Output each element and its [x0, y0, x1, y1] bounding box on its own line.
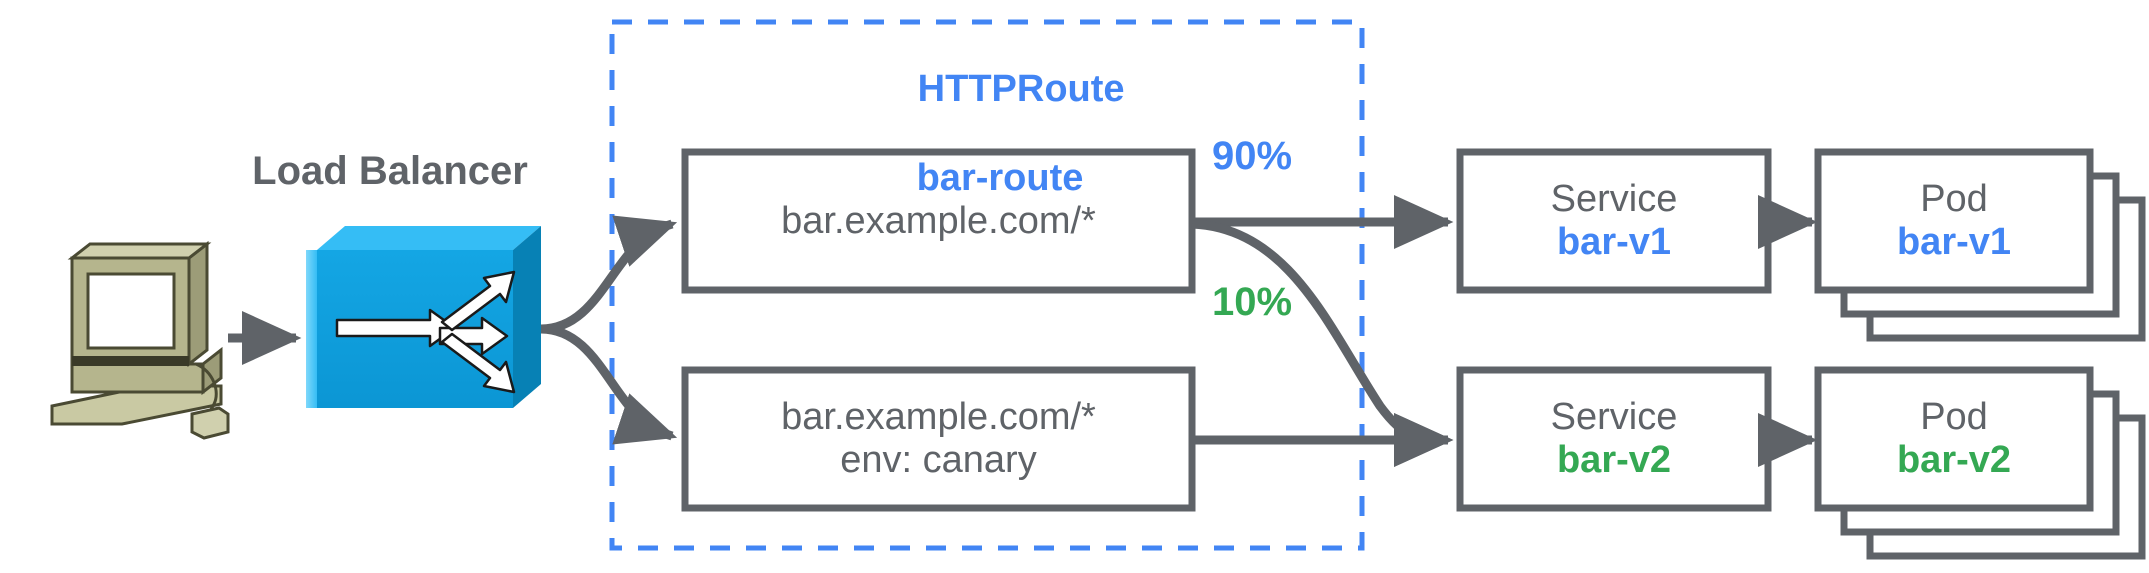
weight-primary-label: 90%: [1212, 134, 1293, 178]
pod-box-bar-v1-replica-1[interactable]: [1814, 148, 2094, 294]
desktop-computer-icon: [50, 240, 230, 440]
arrow-loadbalancer-to-rule-primary: [540, 215, 678, 334]
service-box-bar-v2[interactable]: [1456, 366, 1772, 512]
load-balancer-icon: [306, 226, 541, 408]
pod-box-bar-v2-replica-1[interactable]: [1814, 366, 2094, 512]
arrow-loadbalancer-to-rule-canary: [540, 324, 678, 445]
service-box-bar-v1[interactable]: [1456, 148, 1772, 294]
weight-canary-label: 10%: [1212, 280, 1293, 324]
httproute-boundary: [609, 19, 1365, 551]
rule-box-canary[interactable]: [681, 366, 1196, 512]
rule-box-primary[interactable]: [681, 148, 1196, 294]
pod-stack-bar-v1: [1814, 148, 2146, 342]
arrow-rule-primary-to-service-v2: [1191, 219, 1454, 467]
pod-stack-bar-v2: [1814, 366, 2146, 560]
